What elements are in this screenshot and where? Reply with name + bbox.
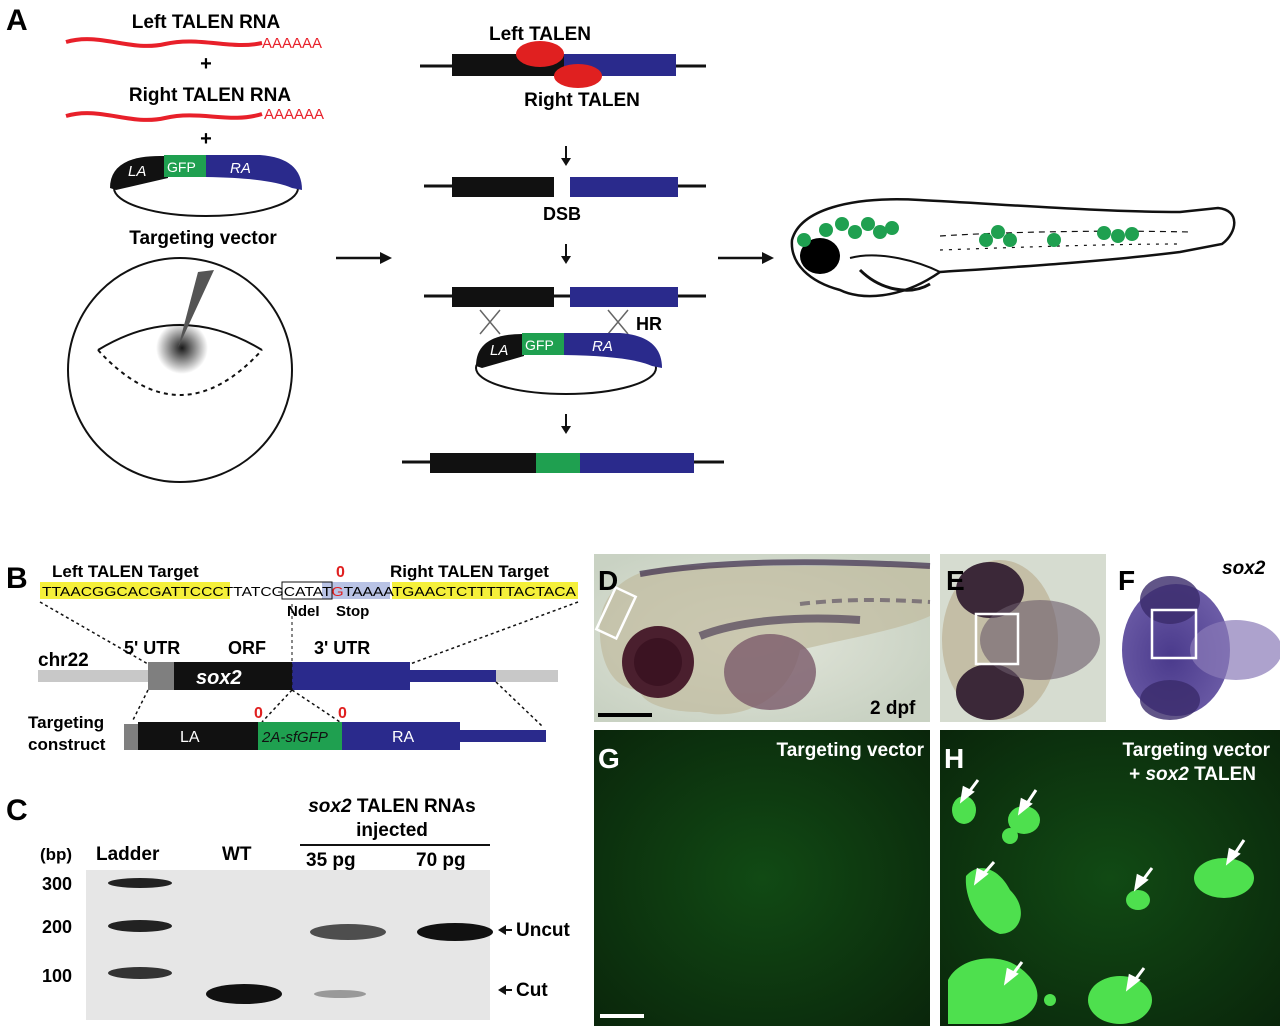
- zero-top: 0: [336, 564, 345, 581]
- ndei-label: NdeI: [287, 603, 320, 620]
- left-talen-rna-label: Left TALEN RNA: [132, 12, 281, 33]
- left-rna-strand: [65, 37, 263, 48]
- ladder-band-200: [108, 920, 172, 932]
- sox2-orf-box: [174, 662, 292, 690]
- lane35-band-cut: [314, 990, 366, 998]
- gfp-larva-illustration: [790, 198, 1236, 298]
- utr5-label: 5' UTR: [124, 638, 180, 658]
- gfp-label: GFP: [167, 159, 196, 175]
- hr-ra-label: RA: [592, 338, 613, 355]
- dsb-label: DSB: [543, 204, 581, 224]
- chr22-label: chr22: [38, 650, 89, 671]
- ra-label: RA: [230, 160, 251, 177]
- targeting-construct-label-2: construct: [28, 735, 106, 754]
- result-right-arm: [580, 453, 694, 473]
- hr-plasmid: LA GFP RA: [475, 333, 662, 395]
- left-talen-target-label: Left TALEN Target: [52, 562, 199, 581]
- utr3-label: 3' UTR: [314, 638, 370, 658]
- construct-sfgfp-label: 2A-sfGFP: [261, 729, 328, 746]
- hr-label: HR: [636, 314, 662, 334]
- bp-label: (bp): [40, 845, 72, 864]
- zero-construct-1: 0: [254, 705, 263, 722]
- plus-1: +: [200, 53, 212, 75]
- result-gfp-insert: [536, 453, 580, 473]
- targeting-vector-plasmid: LA GFP RA: [110, 155, 302, 217]
- marker-200: 200: [42, 917, 72, 937]
- stop-label: Stop: [336, 603, 369, 620]
- lane-ladder-label: Ladder: [96, 844, 160, 865]
- uncut-label: Uncut: [516, 920, 571, 941]
- ladder-band-300: [108, 878, 172, 888]
- gel-title-1: sox2 TALEN RNAs: [308, 796, 476, 817]
- panel-label-d: D: [598, 565, 618, 596]
- orf-label: ORF: [228, 638, 266, 658]
- right-talen-rna-label: Right TALEN RNA: [129, 85, 291, 106]
- panel-g-label: Targeting vector: [777, 740, 925, 761]
- lane-wt-label: WT: [222, 844, 252, 865]
- panel-label-h: H: [944, 743, 964, 774]
- plus-2: +: [200, 128, 212, 150]
- gel-title-2: injected: [356, 820, 428, 841]
- panel-e-image: [940, 554, 1106, 722]
- hr-la-label: LA: [490, 342, 508, 359]
- panel-h-label-1: Targeting vector: [1123, 740, 1271, 761]
- panel-label-e: E: [946, 565, 965, 596]
- panel-h-image: [940, 730, 1280, 1026]
- gel-image: [86, 870, 490, 1020]
- panel-label-f: F: [1118, 565, 1135, 596]
- lane-35pg-label: 35 pg: [306, 850, 356, 871]
- panel-h-label-2: + sox2 TALEN: [1129, 764, 1256, 785]
- left-talen-protein: [516, 41, 564, 67]
- right-talen-protein: [554, 64, 602, 88]
- sox2-gene-label: sox2: [196, 667, 242, 689]
- zero-construct-2: 0: [338, 705, 347, 722]
- right-rna-strand: [65, 111, 263, 122]
- panel-g-image: [594, 730, 930, 1026]
- marker-100: 100: [42, 966, 72, 986]
- lane70-band-uncut: [417, 923, 493, 941]
- ladder-band-100: [108, 967, 172, 979]
- left-polya: AAAAAA: [262, 35, 322, 52]
- hr-gfp-label: GFP: [525, 337, 554, 353]
- targeting-vector-label: Targeting vector: [129, 228, 277, 249]
- panel-label-a: A: [6, 4, 28, 37]
- panel-f-image: [1114, 554, 1280, 722]
- right-polya: AAAAAA: [264, 106, 324, 123]
- marker-300: 300: [42, 874, 72, 894]
- panel-label-c: C: [6, 794, 28, 827]
- left-talen-label: Left TALEN: [489, 24, 591, 45]
- lane-70pg-label: 70 pg: [416, 850, 466, 871]
- zebrafish-embryo: [67, 257, 293, 483]
- sox2-stain-label: sox2: [1222, 558, 1266, 579]
- panel-label-b: B: [6, 562, 28, 595]
- lane35-band-uncut: [310, 924, 386, 940]
- construct-ra-label: RA: [392, 729, 415, 746]
- targeting-construct-label-1: Targeting: [28, 713, 104, 732]
- construct-la-label: LA: [180, 729, 200, 746]
- cut-label: Cut: [516, 980, 548, 1001]
- result-left-arm: [430, 453, 536, 473]
- stage-label: 2 dpf: [870, 698, 916, 719]
- panel-d-image: [594, 554, 931, 722]
- right-talen-label: Right TALEN: [524, 90, 640, 111]
- la-label: LA: [128, 163, 146, 180]
- right-talen-target-label: Right TALEN Target: [390, 562, 549, 581]
- wt-band-cut: [206, 984, 282, 1004]
- panel-label-g: G: [598, 743, 620, 774]
- scale-bar-g: [600, 1014, 644, 1018]
